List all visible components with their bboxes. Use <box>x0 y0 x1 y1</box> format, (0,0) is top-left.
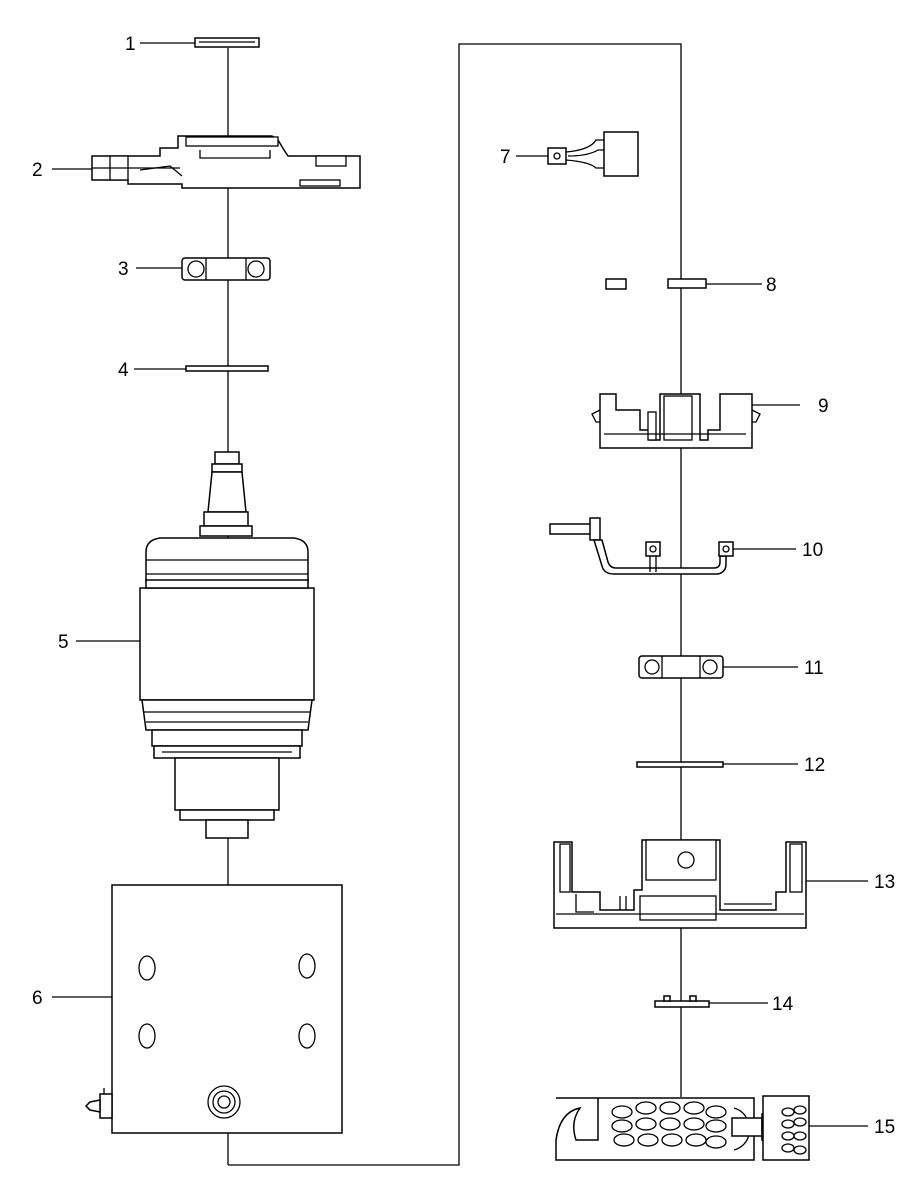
part-15-filter-tray <box>555 1095 810 1161</box>
part-7-terminal-connector <box>547 131 639 177</box>
part-11-bearing <box>638 655 724 679</box>
leader-lines <box>52 42 868 1127</box>
part-13-lower-frame <box>553 839 807 929</box>
callout-5: 5 <box>58 632 69 653</box>
part-4-washer <box>185 365 269 372</box>
callout-12: 12 <box>804 755 825 776</box>
part-3-bearing <box>181 257 271 281</box>
callout-11: 11 <box>804 658 824 679</box>
callout-9: 9 <box>818 396 829 417</box>
callout-1: 1 <box>125 34 136 55</box>
part-2-bracket-plate <box>91 135 361 189</box>
part-12-washer <box>636 761 724 768</box>
callout-6: 6 <box>32 988 43 1009</box>
part-8-spacer-blocks <box>605 278 707 290</box>
part-9-upper-frame <box>591 393 761 449</box>
part-6-housing-block <box>84 884 343 1134</box>
part-5-motor <box>139 451 315 839</box>
callout-labels: 1 2 3 4 5 6 7 8 9 10 11 12 13 14 15 <box>32 34 895 1138</box>
callout-10: 10 <box>802 540 823 561</box>
callout-4: 4 <box>118 360 129 381</box>
callout-7: 7 <box>500 147 511 168</box>
part-10-wire-harness <box>549 517 734 575</box>
callout-15: 15 <box>874 1117 895 1138</box>
callout-8: 8 <box>766 275 777 296</box>
callout-3: 3 <box>118 259 129 280</box>
part-1-cap <box>194 37 260 48</box>
callout-2: 2 <box>32 160 43 181</box>
callout-13: 13 <box>874 872 895 893</box>
callout-14: 14 <box>772 994 794 1015</box>
part-14-pin <box>654 995 710 1008</box>
